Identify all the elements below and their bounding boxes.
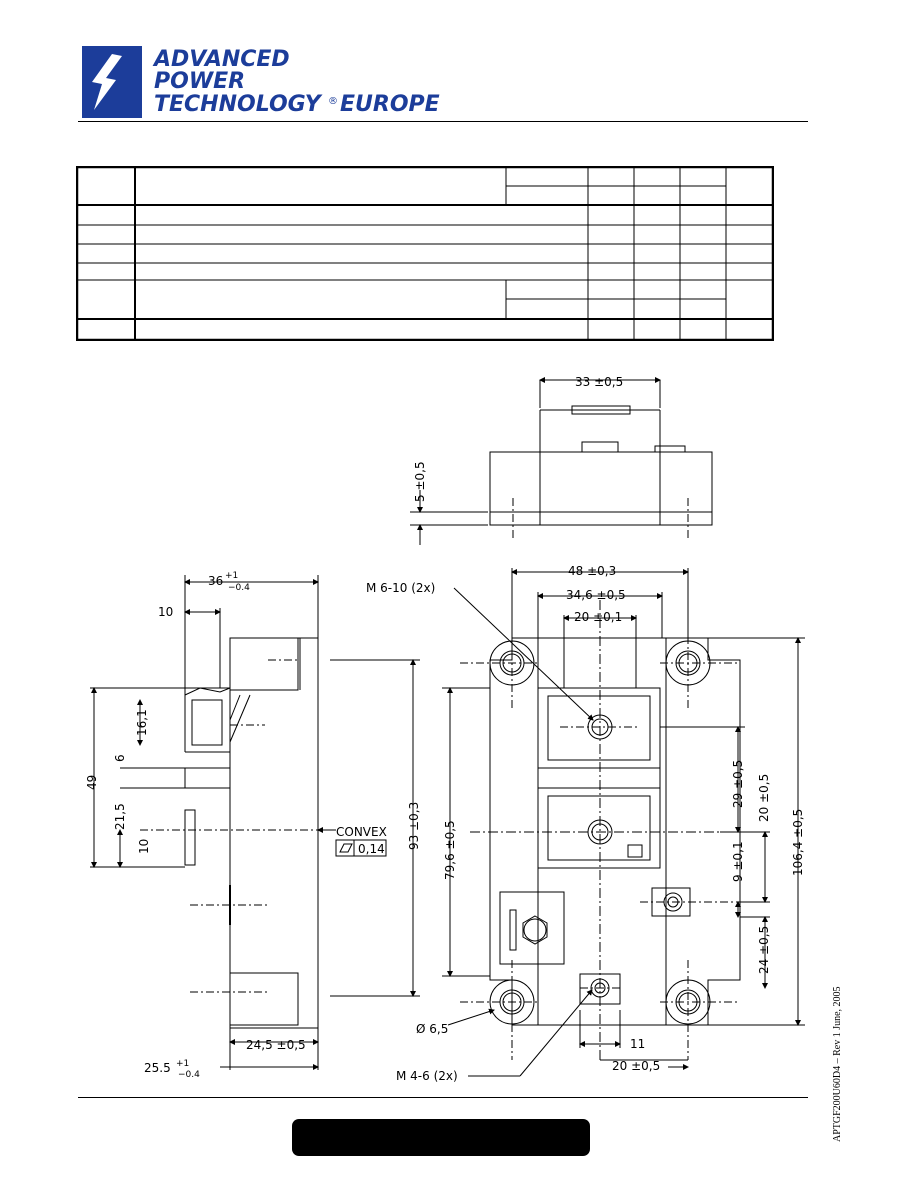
dim-79-6: 79,6 ±0,5 (443, 820, 457, 880)
dim-21-5: 21,5 (113, 803, 127, 830)
package-outline-drawing: 33 ±0,5 5 ±0,5 (85, 375, 805, 1083)
dim-10-low: 10 (137, 839, 151, 854)
logo-line-2: POWER (154, 69, 245, 94)
dim-49: 49 (85, 775, 99, 790)
top-view (410, 377, 713, 545)
dim-6: 6 (113, 754, 127, 762)
dim-24: 24 ±0,5 (757, 926, 771, 974)
footer-rule (78, 1097, 808, 1098)
dim-48: 48 ±0,3 (568, 564, 616, 578)
registered-mark: ® (328, 96, 338, 107)
dim-diameter: Ø 6,5 (416, 1022, 448, 1036)
dim-5: 5 ±0,5 (413, 461, 427, 502)
dim-24-5: 24,5 ±0,5 (246, 1038, 306, 1052)
dim-11: 11 (630, 1037, 645, 1051)
convex-label: CONVEX (336, 825, 387, 839)
dim-9: 9 ±0,1 (731, 841, 745, 882)
footer-banner (292, 1119, 590, 1156)
dim-36: 36 (208, 574, 223, 588)
dim-25-5: 25.5 (144, 1061, 171, 1075)
dim-25-5-tol-plus: +1 (176, 1059, 189, 1069)
dim-33: 33 ±0,5 (575, 375, 623, 389)
lightning-bolt-icon (92, 54, 122, 110)
dim-20-bottom: 20 ±0,5 (612, 1059, 660, 1073)
dim-29: 29 ±0,5 (731, 760, 745, 808)
dim-93: 93 ±0,3 (407, 802, 421, 850)
dim-10-top: 10 (158, 605, 173, 619)
dim-25-5-tol-minus: −0.4 (178, 1070, 200, 1080)
dim-106-4: 106,4 ±0,5 (791, 809, 805, 876)
dim-m6: M 6-10 (2x) (366, 581, 435, 595)
logo-line-3: TECHNOLOGY (154, 92, 323, 117)
company-logo: ADVANCED POWER TECHNOLOGY ® EUROPE (82, 46, 440, 118)
dim-36-tol-minus: −0.4 (228, 583, 250, 593)
logo-line-1: ADVANCED (152, 47, 290, 72)
flatness-value: 0,14 (358, 842, 385, 856)
dim-20-top: 20 ±0,1 (574, 610, 622, 624)
side-view (90, 575, 420, 1070)
dim-20-right: 20 ±0,5 (757, 774, 771, 822)
dim-34-6: 34,6 ±0,5 (566, 588, 626, 602)
dim-36-tol-plus: +1 (225, 571, 238, 581)
header-rule (78, 121, 808, 122)
front-view (442, 568, 805, 1077)
dim-16-1: 16,1 (135, 709, 149, 736)
characteristics-table (76, 166, 774, 341)
logo-line-4: EUROPE (340, 92, 440, 117)
document-id: APTGF200U60D4 – Rev 1 June, 2005 (832, 986, 843, 1142)
dim-m4: M 4-6 (2x) (396, 1069, 458, 1083)
